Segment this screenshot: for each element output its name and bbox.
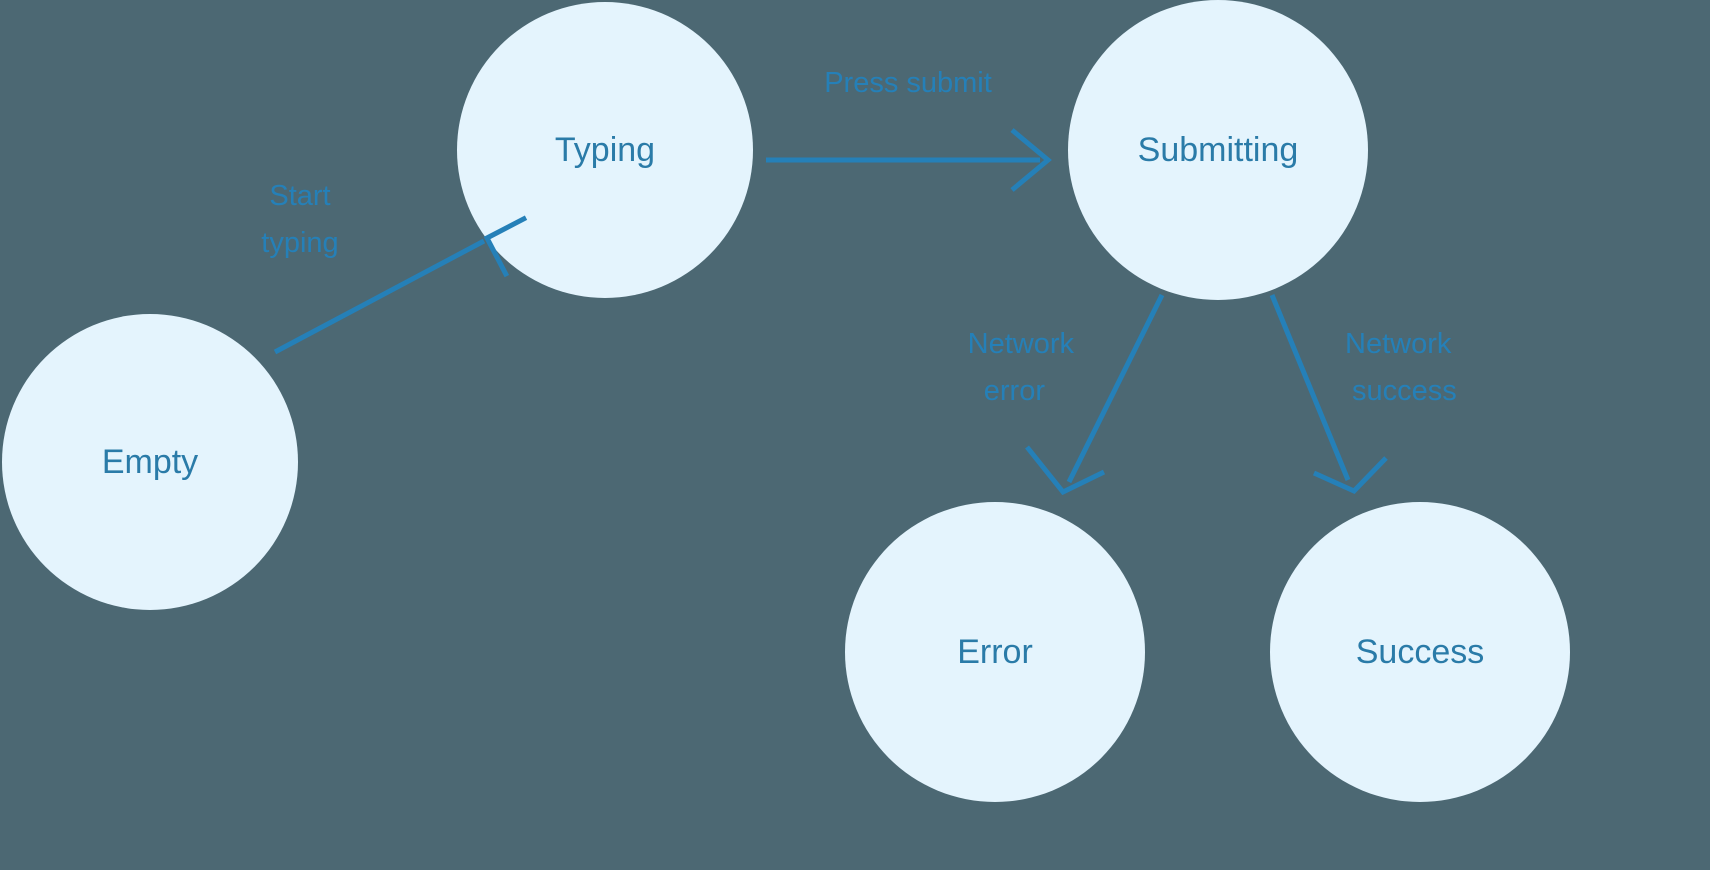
node-empty-circle[interactable] bbox=[2, 314, 298, 610]
node-typing-label: Typing bbox=[555, 131, 655, 169]
node-error-circle[interactable] bbox=[845, 502, 1145, 802]
node-submitting[interactable]: Submitting bbox=[1068, 0, 1368, 300]
edge-submitting-to-success: Network success bbox=[1269, 294, 1457, 494]
edge-submitting-to-error-label-line2: error bbox=[984, 375, 1046, 407]
edge-submitting-to-error-line bbox=[1066, 293, 1165, 484]
edge-empty-to-typing-arrowhead bbox=[483, 215, 528, 278]
node-typing[interactable]: Typing bbox=[457, 2, 753, 298]
edge-submitting-to-success-label-line1: Network bbox=[1345, 328, 1452, 360]
node-success-label: Success bbox=[1356, 633, 1485, 671]
node-error-label: Error bbox=[957, 633, 1033, 671]
edge-empty-to-typing-line bbox=[273, 238, 486, 355]
node-empty-label: Empty bbox=[102, 443, 198, 481]
node-submitting-label: Submitting bbox=[1138, 131, 1299, 169]
edge-submitting-to-success-label-line2: success bbox=[1352, 375, 1457, 407]
edge-submitting-to-error-arrowhead bbox=[1025, 445, 1106, 496]
edge-typing-to-submitting: Press submit bbox=[766, 67, 1052, 192]
edge-submitting-to-success-arrowhead bbox=[1312, 456, 1388, 494]
edge-empty-to-typing: Start typing bbox=[261, 180, 528, 355]
edge-typing-to-submitting-arrowhead bbox=[1010, 128, 1052, 192]
edge-typing-to-submitting-label: Press submit bbox=[824, 67, 992, 99]
edge-submitting-to-error: Network error bbox=[968, 293, 1165, 496]
node-typing-circle[interactable] bbox=[457, 2, 753, 298]
node-submitting-circle[interactable] bbox=[1068, 0, 1368, 300]
edge-empty-to-typing-label-line2: typing bbox=[261, 227, 338, 259]
edge-empty-to-typing-label-line1: Start bbox=[269, 180, 330, 212]
edge-submitting-to-success-line bbox=[1269, 294, 1351, 481]
node-empty[interactable]: Empty bbox=[2, 314, 298, 610]
node-success[interactable]: Success bbox=[1270, 502, 1570, 802]
node-error[interactable]: Error bbox=[845, 502, 1145, 802]
node-success-circle[interactable] bbox=[1270, 502, 1570, 802]
edge-submitting-to-error-label-line1: Network bbox=[968, 328, 1075, 360]
